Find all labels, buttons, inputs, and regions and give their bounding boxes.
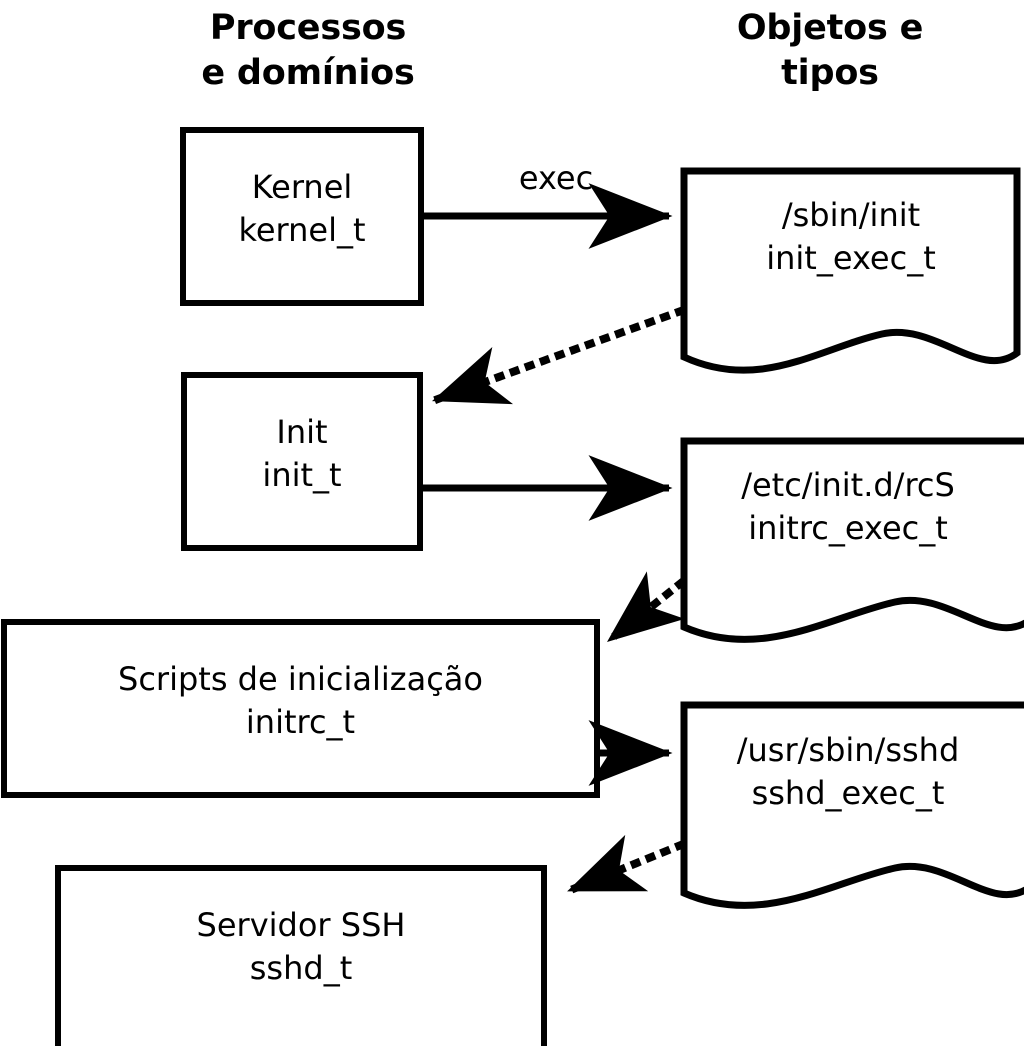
process-box-init (181, 372, 423, 551)
column-heading-objects: Objetos e tipos (736, 8, 924, 93)
edge-initrc-exec-transition-initrc (606, 571, 687, 644)
column-heading-processes: Processos e domínios (201, 8, 415, 93)
process-box-initrc (1, 619, 600, 798)
process-box-sshd (55, 865, 547, 1046)
object-doc-init-exec (680, 167, 1021, 374)
edge-sshd-exec-transition-sshd (567, 834, 687, 895)
edge-label-exec: exec (518, 159, 594, 197)
object-doc-sshd-exec (680, 701, 1024, 909)
object-doc-initrc-exec (680, 437, 1024, 643)
edge-init-exec-transition-init (431, 305, 687, 405)
process-box-kernel (180, 127, 424, 306)
